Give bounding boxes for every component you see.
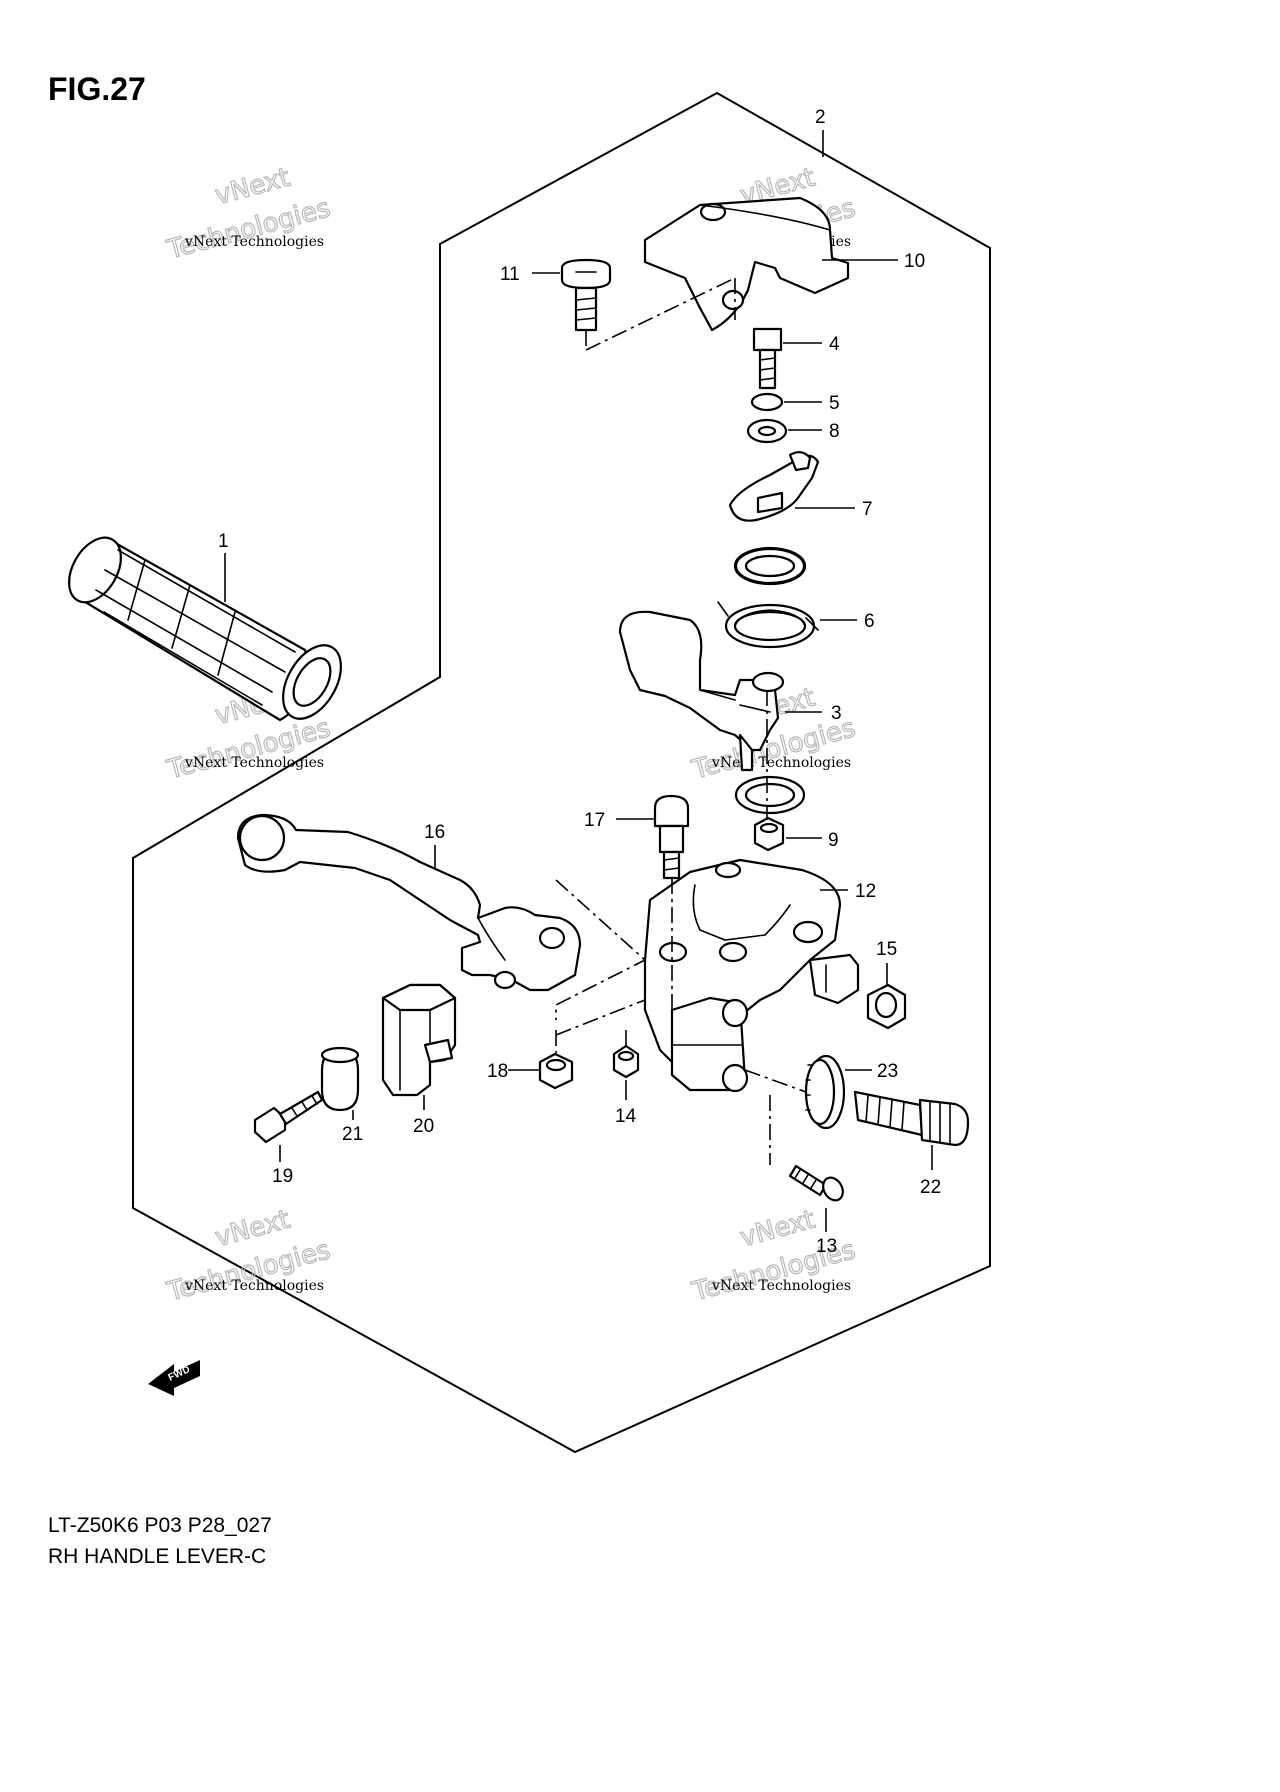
callout-7: 7 bbox=[862, 499, 873, 520]
watermark-4-caption: vNext Technologies bbox=[711, 755, 851, 771]
watermark-5-caption: vNext Technologies bbox=[184, 1278, 324, 1294]
callout-18: 18 bbox=[487, 1061, 508, 1082]
part-1-grip bbox=[68, 536, 342, 722]
callout-16: 16 bbox=[424, 822, 445, 843]
seal-ring-lower bbox=[734, 775, 806, 815]
watermark-1-caption: vNext Technologies bbox=[184, 234, 324, 250]
callout-9: 9 bbox=[828, 830, 839, 851]
leader-lines bbox=[224, 130, 933, 1232]
model-code: LT-Z50K6 P03 P28_027 bbox=[48, 1514, 272, 1537]
callout-11: 11 bbox=[500, 264, 520, 285]
part-22-adjuster-bolt bbox=[853, 1090, 970, 1147]
callout-8: 8 bbox=[829, 421, 840, 442]
part-21-collar bbox=[320, 1046, 360, 1112]
callout-4: 4 bbox=[829, 334, 840, 355]
part-14-nut bbox=[612, 1044, 640, 1079]
part-23-adjuster-nut bbox=[804, 1054, 846, 1130]
seal-ring-upper bbox=[734, 547, 806, 585]
callout-22: 22 bbox=[920, 1177, 941, 1198]
part-4-bolt bbox=[752, 327, 783, 390]
callout-13: 13 bbox=[816, 1236, 837, 1257]
part-16-brake-lever bbox=[236, 813, 582, 992]
callout-23: 23 bbox=[877, 1061, 898, 1082]
svg-text:Technologies: Technologies bbox=[163, 193, 333, 265]
callout-21: 21 bbox=[342, 1124, 363, 1145]
callout-12: 12 bbox=[855, 881, 876, 902]
assembly-outline bbox=[132, 91, 991, 1454]
part-5-washer bbox=[750, 392, 784, 412]
svg-text:Technologies: Technologies bbox=[163, 713, 333, 785]
callout-2: 2 bbox=[815, 107, 826, 128]
callout-5: 5 bbox=[829, 393, 840, 414]
fwd-arrow: FWD bbox=[148, 1360, 200, 1396]
assembly-lines bbox=[555, 277, 807, 1165]
part-3-throttle-lever bbox=[618, 610, 785, 772]
callout-10: 10 bbox=[904, 251, 925, 272]
callout-17: 17 bbox=[584, 810, 605, 831]
callout-14: 14 bbox=[615, 1106, 637, 1127]
callout-6: 6 bbox=[864, 611, 875, 632]
callout-labels: 1 2 3 4 5 6 7 8 9 10 11 12 13 14 15 16 1… bbox=[218, 107, 941, 1257]
assembly-name: RH HANDLE LEVER-C bbox=[48, 1545, 266, 1568]
figure-title: FIG.27 bbox=[48, 71, 146, 107]
callout-3: 3 bbox=[831, 703, 842, 724]
part-7-plate bbox=[728, 451, 820, 522]
watermark-6-caption: vNext Technologies bbox=[711, 1278, 851, 1294]
svg-text:Technologies: Technologies bbox=[163, 1235, 333, 1307]
svg-text:vNext: vNext bbox=[212, 1205, 293, 1254]
part-13-screw bbox=[788, 1164, 844, 1202]
callout-19: 19 bbox=[272, 1166, 293, 1187]
watermark-3-caption: vNext Technologies bbox=[184, 755, 324, 771]
part-18-nut bbox=[538, 1052, 574, 1090]
part-19-bolt bbox=[253, 1090, 324, 1144]
svg-text:vNext: vNext bbox=[737, 1205, 818, 1254]
callout-1: 1 bbox=[218, 531, 229, 552]
part-15-bushing bbox=[866, 983, 907, 1030]
part-20-clamp bbox=[381, 983, 457, 1097]
part-9-nut bbox=[753, 816, 785, 852]
part-12-lower-block bbox=[670, 996, 749, 1093]
svg-text:vNext: vNext bbox=[212, 163, 293, 212]
part-17-bolt bbox=[653, 794, 690, 880]
callout-15: 15 bbox=[876, 939, 897, 960]
part-10-upper-clamp bbox=[643, 196, 850, 332]
part-8-washer bbox=[746, 418, 788, 444]
part-11-screw bbox=[560, 258, 612, 332]
callout-20: 20 bbox=[413, 1116, 434, 1137]
